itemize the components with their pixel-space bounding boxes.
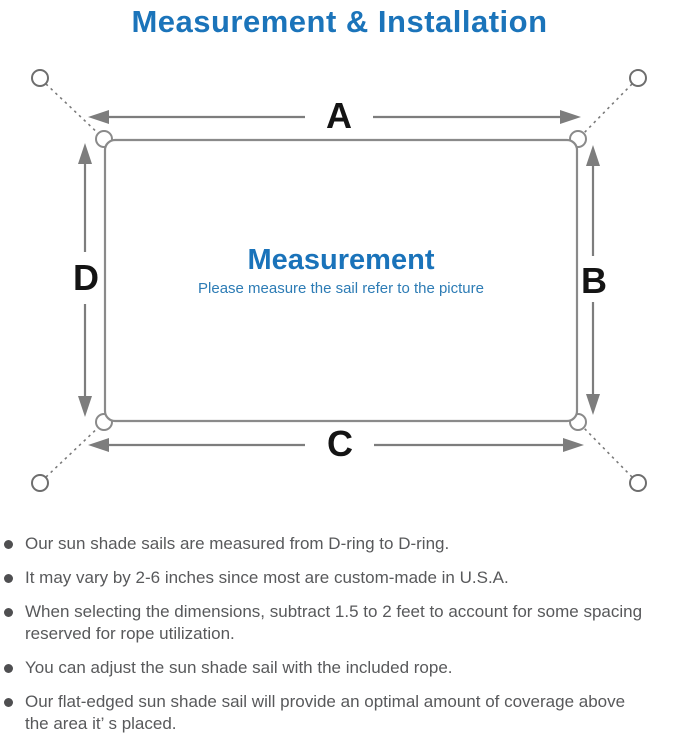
note-item: When selecting the dimensions, subtract … bbox=[0, 601, 679, 645]
note-text: Our flat-edged sun shade sail will provi… bbox=[25, 692, 626, 711]
note-item: You can adjust the sun shade sail with t… bbox=[0, 657, 679, 679]
bullet-icon bbox=[4, 697, 13, 707]
bullet-icon bbox=[4, 539, 13, 549]
bullet-icon bbox=[4, 573, 13, 583]
dimension-label-a: A bbox=[326, 95, 352, 136]
bullet-icon bbox=[4, 663, 13, 673]
note-text: You can adjust the sun shade sail with t… bbox=[25, 658, 453, 677]
dimension-label-d: D bbox=[73, 257, 99, 298]
dimension-label-c: C bbox=[327, 423, 353, 464]
measurement-heading: Measurement bbox=[247, 244, 435, 276]
bullet-icon bbox=[4, 607, 13, 617]
note-text: reserved for rope utilization. bbox=[25, 624, 235, 643]
note-text: Our sun shade sails are measured from D-… bbox=[25, 534, 450, 553]
page-title: Measurement & Installation bbox=[131, 4, 548, 39]
measurement-subheading: Please measure the sail refer to the pic… bbox=[198, 280, 484, 297]
note-item: It may vary by 2-6 inches since most are… bbox=[0, 567, 679, 589]
note-item: Our sun shade sails are measured from D-… bbox=[0, 533, 679, 555]
note-text: It may vary by 2-6 inches since most are… bbox=[25, 568, 509, 587]
note-item: Our flat-edged sun shade sail will provi… bbox=[0, 691, 679, 735]
dimension-label-b: B bbox=[581, 260, 607, 301]
note-text: When selecting the dimensions, subtract … bbox=[25, 602, 643, 621]
note-text: the area it’ s placed. bbox=[25, 714, 177, 733]
measurement-notes-list: Our sun shade sails are measured from D-… bbox=[0, 533, 679, 739]
